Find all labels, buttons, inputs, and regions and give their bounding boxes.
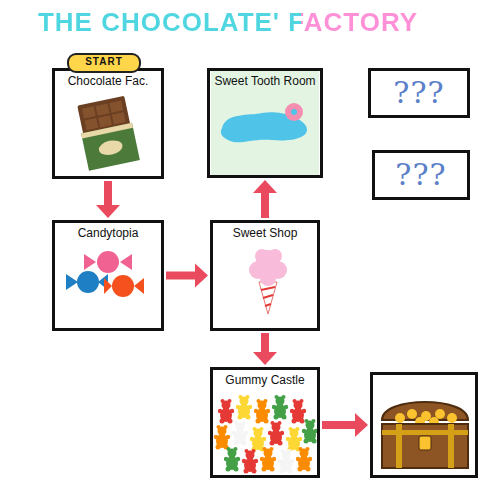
arrow-head	[96, 205, 120, 218]
arrow-shaft	[261, 333, 269, 353]
arrow-shaft	[166, 272, 196, 280]
process-box: Chocolate Fac.	[52, 68, 164, 179]
flow-arrow	[253, 333, 277, 365]
start-tag: START	[67, 53, 141, 73]
process-box: Candytopia	[52, 220, 164, 331]
treasure-box	[370, 372, 478, 478]
flow-arrow	[253, 180, 277, 218]
gummy-bears	[214, 395, 318, 474]
node-label: Chocolate Fac.	[55, 71, 161, 88]
treasure-chest	[382, 402, 468, 468]
cotton-candy	[249, 249, 287, 314]
mystery-box: ???	[372, 150, 470, 200]
puddle-donut	[221, 103, 307, 142]
arrow-head	[355, 413, 368, 437]
node-label: ???	[375, 153, 467, 193]
candies	[66, 251, 144, 297]
process-box: Sweet Tooth Room	[207, 68, 322, 178]
arrow-head	[253, 352, 277, 365]
room-fill	[211, 69, 319, 177]
arrow-shaft	[322, 421, 356, 429]
chocolate-bar	[75, 95, 140, 170]
node-label: Sweet Tooth Room	[210, 71, 319, 88]
process-box: Sweet Shop	[210, 220, 320, 331]
flow-arrow	[322, 413, 368, 437]
process-box: Gummy Castle	[210, 367, 320, 478]
node-label: Gummy Castle	[213, 370, 317, 387]
mystery-box: ???	[368, 68, 470, 118]
arrow-head	[195, 264, 208, 288]
diagram-title: THE CHOCOLATE' FACTORY	[0, 7, 456, 38]
arrow-shaft	[261, 192, 269, 218]
arrow-head	[253, 180, 277, 193]
node-label: ???	[371, 71, 467, 111]
node-label: Candytopia	[55, 223, 161, 240]
node-label: Sweet Shop	[213, 223, 317, 240]
node-label: START	[69, 55, 139, 69]
flow-arrow	[96, 181, 120, 218]
flow-arrow	[166, 264, 208, 288]
arrow-shaft	[104, 181, 112, 206]
